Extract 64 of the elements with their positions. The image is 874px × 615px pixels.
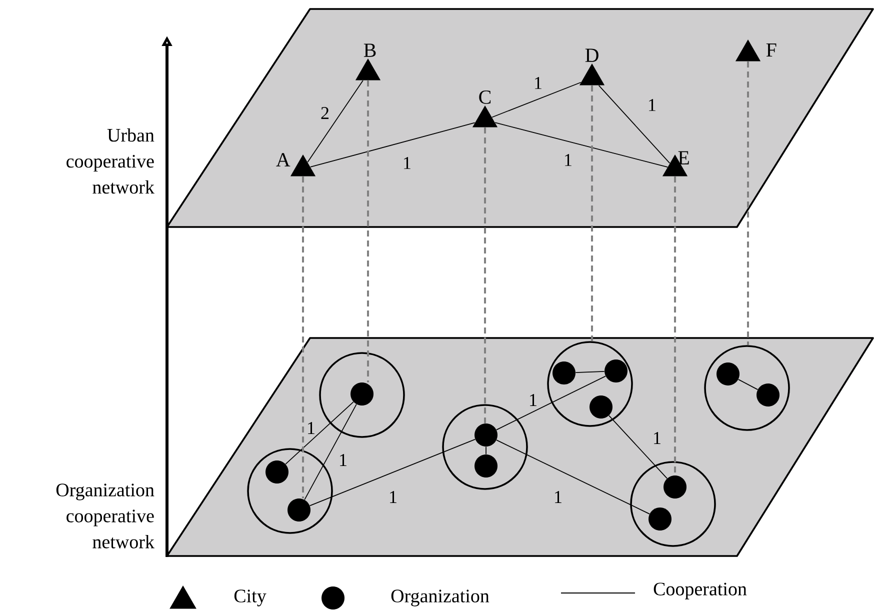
legend-label: City	[234, 590, 266, 606]
cooperation-line	[494, 122, 668, 168]
organization-dot	[474, 424, 498, 446]
organization-dot	[716, 362, 740, 386]
cooperation-line	[285, 401, 354, 465]
cooperation-line	[738, 378, 758, 390]
cluster-circle	[247, 448, 333, 534]
plane-label: Organization cooperative network	[56, 484, 154, 548]
legend-label: Cooperation	[654, 582, 747, 600]
edge-label: 1	[646, 98, 658, 112]
cluster-circle	[319, 352, 405, 438]
cooperation-line	[575, 371, 605, 373]
edge-label: 1	[562, 153, 574, 167]
node-label: A	[276, 153, 290, 166]
cooperation-line	[608, 415, 668, 479]
city-triangle: D	[579, 48, 605, 86]
organization-dot	[266, 460, 288, 484]
edge-label: 1	[402, 156, 412, 170]
city-triangle: E	[662, 151, 689, 176]
projection-line	[747, 61, 750, 346]
edge-label: 1	[338, 453, 348, 467]
cluster-circle	[630, 461, 716, 547]
edge-label: 1	[652, 431, 663, 445]
organization-dot	[756, 384, 780, 406]
cooperation-line	[304, 404, 357, 500]
city-triangle: B	[355, 44, 381, 80]
node-label: F	[766, 43, 776, 57]
cooperation-line	[496, 376, 606, 430]
edge-label: 1	[388, 490, 398, 504]
organization-dot	[474, 454, 498, 478]
cooperation-line	[492, 82, 582, 118]
edge-label: 1	[528, 393, 538, 407]
projection-line	[302, 176, 304, 498]
node-label: B	[364, 44, 376, 57]
node-label: C	[479, 90, 491, 104]
organization-dot	[350, 382, 374, 406]
organization-dot	[648, 508, 672, 530]
cluster-circle	[442, 404, 528, 490]
projection-line	[484, 127, 486, 424]
edge-label: 1	[532, 76, 544, 90]
edge-label: 1	[552, 490, 564, 504]
cooperation-line	[310, 122, 476, 168]
projection-line	[367, 80, 369, 382]
cluster-circle	[547, 341, 633, 427]
cooperation-line	[496, 440, 650, 514]
plane-label: Urban cooperative network	[66, 128, 154, 194]
cooperation-line	[309, 438, 476, 506]
organization-dot	[604, 360, 628, 382]
organization-dot	[590, 396, 612, 418]
organization-dot	[288, 498, 310, 522]
cluster-circle	[704, 345, 790, 431]
projection-line	[591, 85, 593, 342]
city-triangle: C	[472, 90, 498, 128]
cooperation-line	[307, 80, 364, 163]
organization-dot	[664, 476, 687, 498]
city-triangle: A	[276, 153, 316, 176]
legend-label: Organization	[391, 590, 490, 606]
organization-dot	[552, 362, 576, 384]
city-triangle: F	[735, 40, 776, 62]
projection-line	[674, 176, 676, 476]
cooperation-line	[598, 85, 670, 164]
edge-label: 2	[320, 106, 330, 120]
node-label: D	[585, 48, 598, 62]
edge-label: 1	[306, 421, 316, 435]
